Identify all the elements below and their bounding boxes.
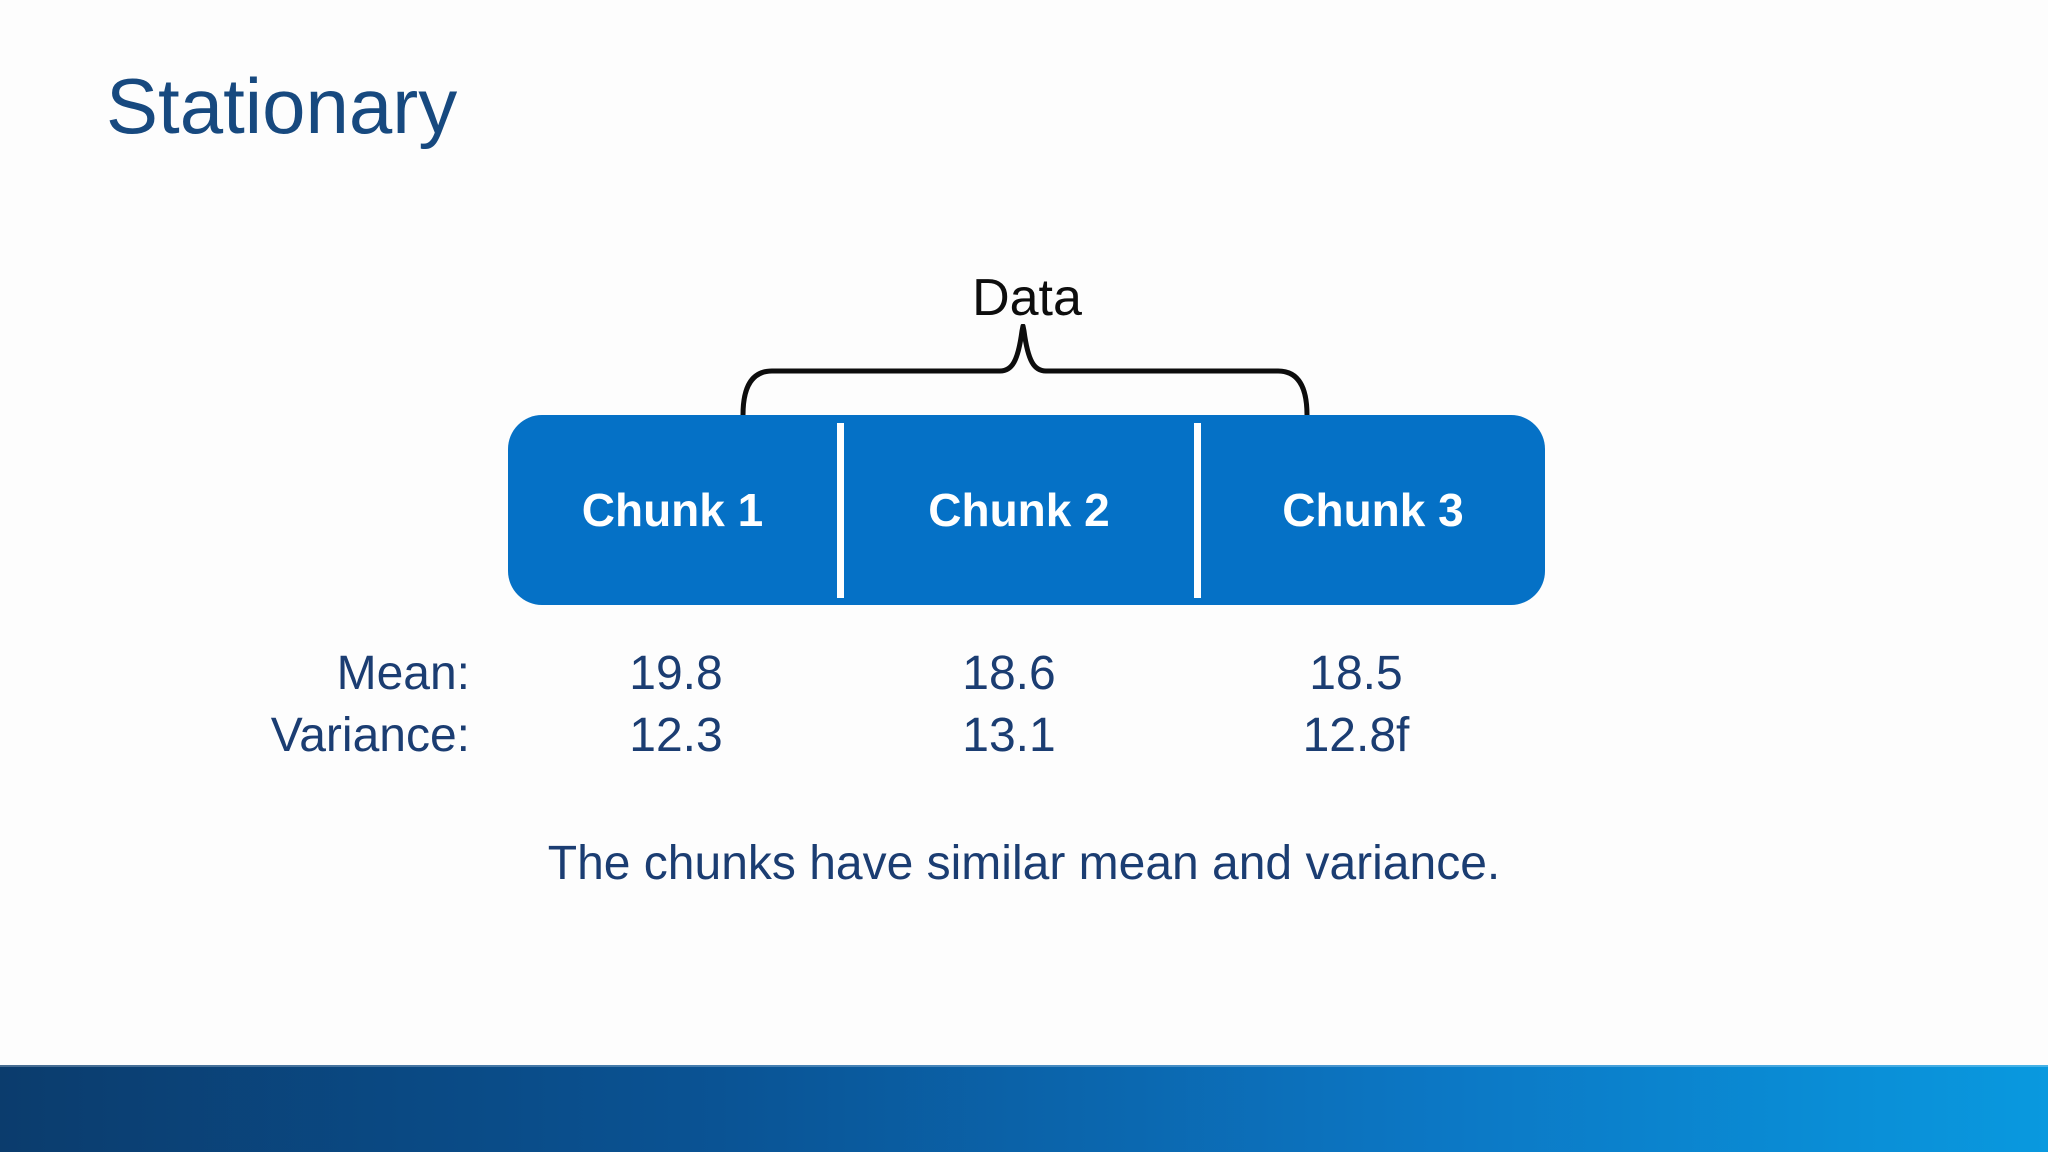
variance-chunk-2-value: 13.1 bbox=[962, 709, 1056, 762]
chunk-2-segment: Chunk 2 bbox=[928, 484, 1110, 536]
mean-chunk-3-value: 18.5 bbox=[1309, 647, 1403, 700]
variance-chunk-1-value: 12.3 bbox=[629, 709, 723, 762]
footer-bar: intel 21 bbox=[0, 1065, 2048, 1152]
mean-label: Mean: bbox=[336, 647, 470, 700]
conclusion-text: The chunks have similar mean and varianc… bbox=[547, 837, 1501, 890]
chunk-divider bbox=[1194, 422, 1201, 598]
slide-title: Stationary bbox=[106, 62, 458, 150]
data-label: Data bbox=[972, 269, 1082, 327]
variance-row: Variance: 12.3 13.1 12.8f bbox=[0, 706, 2048, 766]
chunk-3-segment: Chunk 3 bbox=[1282, 484, 1464, 536]
mean-chunk-1-value: 19.8 bbox=[629, 647, 723, 700]
mean-chunk-2-value: 18.6 bbox=[962, 647, 1056, 700]
data-chunk-bar: Chunk 1 Chunk 2 Chunk 3 bbox=[508, 415, 1545, 605]
chunk-1-segment: Chunk 1 bbox=[581, 484, 764, 536]
variance-chunk-3-value: 12.8f bbox=[1302, 709, 1410, 762]
curly-brace bbox=[740, 324, 1310, 418]
variance-label: Variance: bbox=[270, 709, 470, 762]
chunk-divider bbox=[837, 422, 844, 598]
mean-row: Mean: 19.8 18.6 18.5 bbox=[0, 644, 2048, 704]
